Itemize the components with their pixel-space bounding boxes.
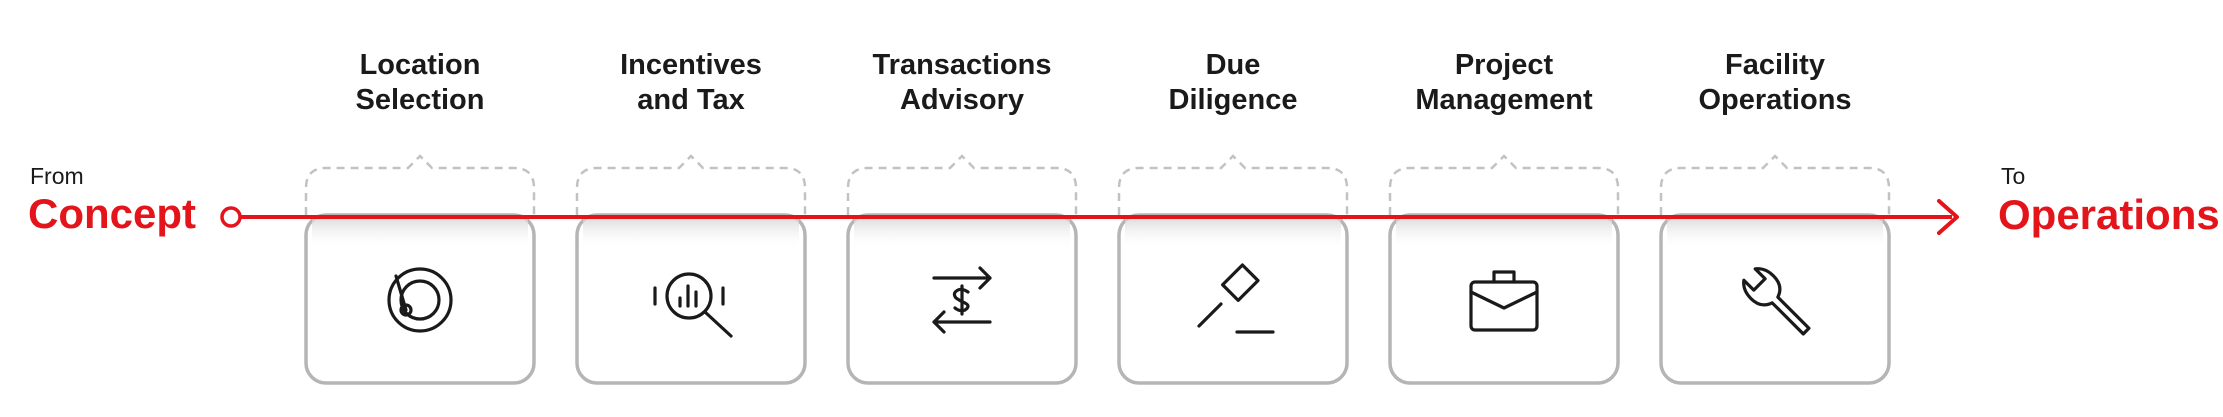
step-card-6 — [1659, 154, 1891, 385]
step-bracket-3 — [846, 154, 1078, 215]
step-bracket-2 — [575, 154, 807, 215]
end-small-label: To — [2001, 163, 2026, 189]
step-card-2 — [575, 154, 807, 385]
step-bracket-4 — [1117, 154, 1349, 215]
timeline-start-marker — [220, 206, 242, 228]
wrench-icon — [1742, 267, 1811, 336]
step-card-4 — [1117, 154, 1349, 385]
end-big-label: Operations — [1998, 191, 2220, 238]
timeline-arrowhead — [1937, 199, 1959, 235]
magnifier-chart-icon — [653, 272, 733, 338]
step-card-5 — [1388, 154, 1620, 385]
briefcase-icon — [1469, 270, 1539, 332]
target-icon — [387, 267, 453, 333]
step-card-1 — [304, 154, 536, 385]
start-big-label: Concept — [28, 190, 196, 237]
step-bracket-1 — [304, 154, 536, 215]
step-card-3 — [846, 154, 1078, 385]
dollar-exchange-icon — [932, 266, 992, 334]
step-bracket-6 — [1659, 154, 1891, 215]
step-bracket-5 — [1388, 154, 1620, 215]
gavel-icon — [1197, 263, 1275, 334]
start-small-label: From — [30, 163, 84, 189]
